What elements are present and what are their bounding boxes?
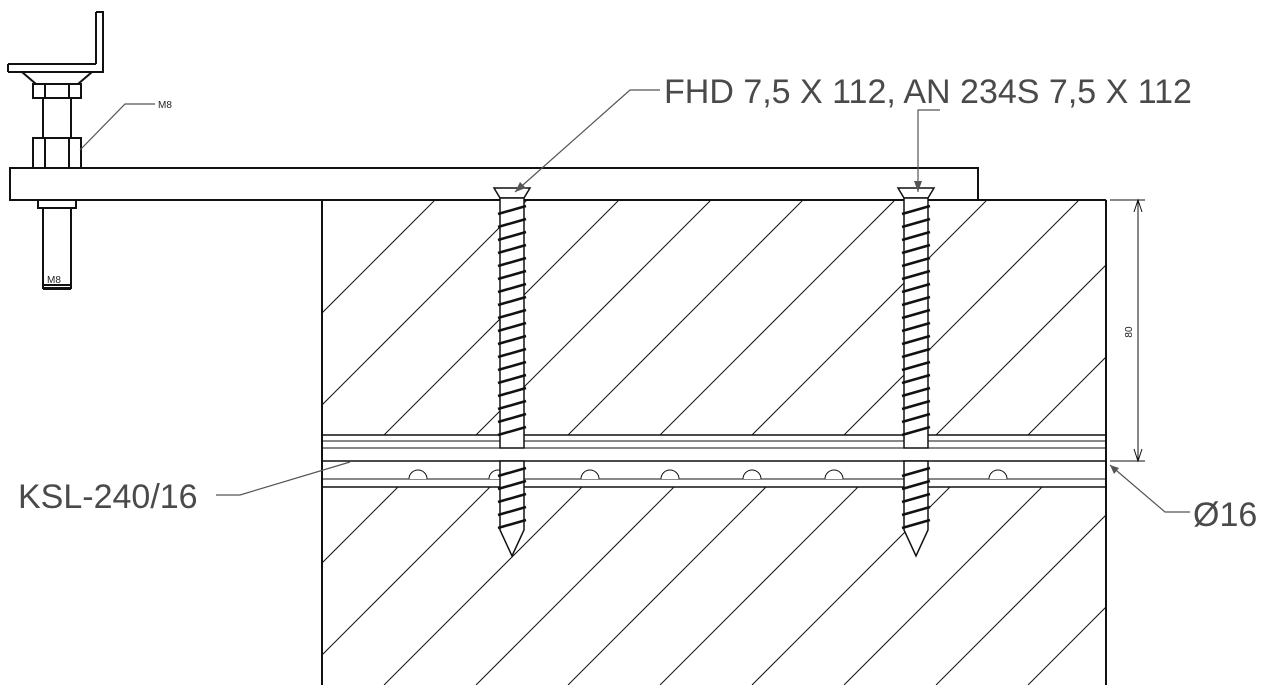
bolt-end-label: M8 <box>47 275 61 286</box>
connector-label: KSL-240/16 <box>18 478 198 516</box>
connector-tooth <box>408 469 428 480</box>
screw-thread <box>497 347 527 359</box>
hatch-line <box>383 487 583 685</box>
screw-thread <box>901 399 931 411</box>
screw-tip <box>499 460 525 558</box>
screw-thread <box>901 217 931 229</box>
screw-thread <box>497 204 527 216</box>
connector-tooth <box>824 469 844 480</box>
screw-thread <box>901 230 931 242</box>
screw-thread <box>901 347 931 359</box>
hatch-line <box>843 487 1043 685</box>
screw-thread <box>497 425 527 437</box>
screw-thread <box>497 466 527 478</box>
hatch-line <box>751 200 988 435</box>
screw-thread <box>497 386 527 398</box>
screw-thread <box>901 269 931 281</box>
screw-thread <box>901 505 931 517</box>
bolt-label: M8 <box>158 100 172 111</box>
hatch-line <box>935 514 1106 685</box>
hatch-line <box>322 200 528 406</box>
leader-arrowheads <box>515 181 1119 474</box>
screw-thread <box>497 479 527 491</box>
screw-thread <box>497 282 527 294</box>
screw-thread <box>901 360 931 372</box>
leaders <box>79 89 1190 513</box>
connector-tooth <box>988 469 1008 480</box>
screw-thread <box>901 466 931 478</box>
screw-thread <box>901 479 931 491</box>
screw-spec-label: FHD 7,5 X 112, AN 234S 7,5 X 112 <box>664 73 1192 111</box>
screw-thread <box>497 399 527 411</box>
hatch-line <box>322 487 491 656</box>
screw-thread <box>901 386 931 398</box>
screw-head <box>492 187 532 199</box>
diameter-label: Ø16 <box>1193 496 1257 534</box>
screw-thread <box>497 269 527 281</box>
lower-timber-hatch <box>322 487 1106 685</box>
screw-thread <box>901 412 931 424</box>
screw-thread <box>901 492 931 504</box>
screw-thread <box>497 321 527 333</box>
screw-thread <box>901 373 931 385</box>
screw-head <box>896 187 936 199</box>
screw-thread <box>901 321 931 333</box>
bolt-assembly <box>7 11 104 290</box>
top-board <box>9 167 979 201</box>
screw-thread <box>901 295 931 307</box>
screw-thread <box>497 518 527 530</box>
screw-thread <box>901 243 931 255</box>
connector-tooth <box>580 469 600 480</box>
hatch-line <box>322 200 436 314</box>
screw-left <box>492 187 532 558</box>
screw-thread <box>901 425 931 437</box>
hatch-line <box>935 264 1106 435</box>
hatch-line <box>1027 606 1106 685</box>
screw-thread <box>901 308 931 320</box>
screw-thread <box>497 360 527 372</box>
screw-thread <box>497 256 527 268</box>
screw-thread <box>901 334 931 346</box>
hatch-line <box>1027 356 1106 435</box>
hatch-line <box>659 487 859 685</box>
hatch-line <box>1212 200 1266 435</box>
screw-thread <box>901 256 931 268</box>
dimension-label: 80 <box>1124 326 1135 338</box>
screw-thread <box>901 204 931 216</box>
hatch-line <box>659 200 896 435</box>
screw-thread <box>497 230 527 242</box>
screw-thread <box>497 243 527 255</box>
screw-thread <box>497 505 527 517</box>
connector-tooth <box>660 469 680 480</box>
screw-thread <box>497 334 527 346</box>
screw-thread <box>497 308 527 320</box>
screw-right <box>896 187 936 558</box>
screw-thread <box>497 412 527 424</box>
hatch-line <box>322 487 399 564</box>
screw-thread <box>497 373 527 385</box>
screw-thread <box>497 492 527 504</box>
screw-thread <box>901 518 931 530</box>
timber-outline <box>321 199 1107 685</box>
hatch-line <box>843 200 1080 435</box>
screw-thread <box>901 282 931 294</box>
hatch-line <box>567 200 804 435</box>
connector-plate <box>322 434 1106 488</box>
hatch-line <box>475 487 675 685</box>
dimension-line <box>1110 198 1145 463</box>
hatch-line <box>1120 200 1266 435</box>
connector-tooth <box>742 469 762 480</box>
screw-tip <box>903 460 929 558</box>
screw-thread <box>497 217 527 229</box>
screw-thread <box>497 295 527 307</box>
hatch-line <box>567 487 767 685</box>
